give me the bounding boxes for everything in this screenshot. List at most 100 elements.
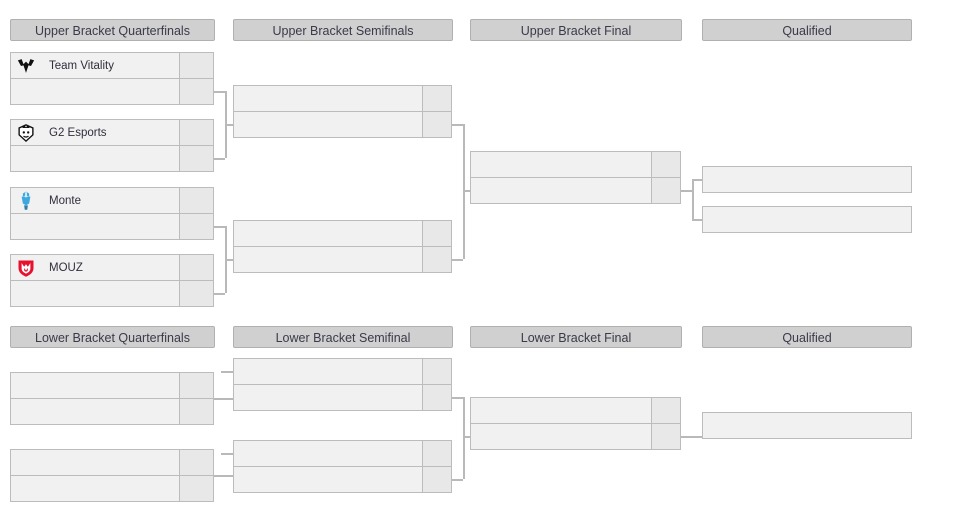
score-value [180,79,213,104]
match-score-ubsf-1-2[interactable] [422,111,452,138]
match-slot-ubf-1-2[interactable] [470,177,652,204]
match-slot-ubsf-1-2[interactable] [233,111,423,138]
match-score-lbsf-2-2[interactable] [422,466,452,493]
team-entry [11,450,179,475]
match-slot-lbsf-2-2[interactable] [233,466,423,493]
match-slot-lbf-1-2[interactable] [470,423,652,450]
match-score-lbf-1-2[interactable] [651,423,681,450]
qualified-slot-lb-qual-1[interactable] [702,412,912,439]
team-entry [11,373,179,398]
team-entry [234,467,422,492]
team-entry [11,399,179,424]
match-slot-ubsf-2-2[interactable] [233,246,423,273]
score-value [180,146,213,171]
connector-horizontal [463,190,470,192]
match-score-lbsf-2-1[interactable] [422,440,452,467]
match-score-ubf-1-1[interactable] [651,151,681,178]
score-value [180,399,213,424]
team-logo-placeholder [15,216,37,238]
score-value [652,398,680,423]
match-lbsf-1[interactable] [233,358,453,412]
match-score-ubqf-4-2[interactable] [179,280,214,307]
match-slot-ubsf-1-1[interactable] [233,85,423,112]
match-slot-ubqf-1-2[interactable] [10,78,180,105]
team-entry: G2 Esports [11,120,179,145]
match-ubsf-2[interactable] [233,220,453,274]
match-slot-ubsf-2-1[interactable] [233,220,423,247]
team-name: G2 Esports [49,126,107,139]
match-slot-lbf-1-1[interactable] [470,397,652,424]
match-slot-lbqf-2-2[interactable] [10,475,180,502]
match-score-ubsf-2-1[interactable] [422,220,452,247]
match-slot-lbsf-2-1[interactable] [233,440,423,467]
match-score-ubqf-3-1[interactable] [179,187,214,214]
connector-horizontal [452,397,463,399]
team-name: Monte [49,194,81,207]
match-slot-ubqf-2-2[interactable] [10,145,180,172]
match-lbqf-2[interactable] [10,449,215,503]
match-slot-lbsf-1-2[interactable] [233,384,423,411]
connector-horizontal [214,91,225,93]
team-entry [11,146,179,171]
match-score-ubqf-1-2[interactable] [179,78,214,105]
match-slot-lbqf-1-1[interactable] [10,372,180,399]
round-header-lower-semifinal: Lower Bracket Semifinal [233,326,453,348]
match-slot-ubqf-3-1[interactable]: Monte [10,187,180,214]
match-slot-ubf-1-1[interactable] [470,151,652,178]
match-score-lbqf-1-2[interactable] [179,398,214,425]
match-slot-lbqf-2-1[interactable] [10,449,180,476]
match-score-ubqf-2-1[interactable] [179,119,214,146]
team-entry [234,385,422,410]
match-score-ubsf-2-2[interactable] [422,246,452,273]
match-score-ubqf-1-1[interactable] [179,52,214,79]
qualified-slot-ub-qual-1[interactable] [702,166,912,193]
match-score-ubsf-1-1[interactable] [422,85,452,112]
match-slot-ubqf-2-1[interactable]: G2 Esports [10,119,180,146]
team-logo-placeholder [238,361,260,383]
match-lbf-1[interactable] [470,397,682,451]
match-ubf-1[interactable] [470,151,682,205]
score-value [180,53,213,78]
score-value [423,247,451,272]
match-slot-lbqf-1-2[interactable] [10,398,180,425]
match-slot-lbsf-1-1[interactable] [233,358,423,385]
match-ubsf-1[interactable] [233,85,453,139]
match-score-ubf-1-2[interactable] [651,177,681,204]
match-slot-ubqf-4-1[interactable]: MOUZ [10,254,180,281]
match-ubqf-1[interactable]: Team Vitality [10,52,215,106]
match-score-lbsf-1-1[interactable] [422,358,452,385]
team-logo-placeholder [238,249,260,271]
match-score-lbqf-2-1[interactable] [179,449,214,476]
monte-logo [15,190,37,212]
connector-lbqf2-to-lbsf2 [214,475,233,477]
connector-horizontal [452,479,463,481]
match-ubqf-3[interactable]: Monte [10,187,215,241]
team-entry [11,281,179,306]
round-header-lower-qualified: Qualified [702,326,912,348]
match-slot-ubqf-3-2[interactable] [10,213,180,240]
match-ubqf-4[interactable]: MOUZ [10,254,215,308]
connector-horizontal [225,124,233,126]
connector-horizontal [463,436,470,438]
team-entry [234,221,422,246]
connector-lbqf1-to-lbsf1 [214,398,233,400]
connector-horizontal [452,259,463,261]
match-score-lbqf-1-1[interactable] [179,372,214,399]
match-score-ubqf-3-2[interactable] [179,213,214,240]
team-logo-placeholder [475,180,497,202]
match-score-ubqf-2-2[interactable] [179,145,214,172]
team-entry: Team Vitality [11,53,179,78]
score-value [423,441,451,466]
match-lbqf-1[interactable] [10,372,215,426]
match-score-lbqf-2-2[interactable] [179,475,214,502]
match-lbsf-2[interactable] [233,440,453,494]
match-ubqf-2[interactable]: G2 Esports [10,119,215,173]
match-score-ubqf-4-1[interactable] [179,254,214,281]
match-score-lbsf-1-2[interactable] [422,384,452,411]
match-slot-ubqf-4-2[interactable] [10,280,180,307]
qualified-slot-ub-qual-2[interactable] [702,206,912,233]
match-slot-ubqf-1-1[interactable]: Team Vitality [10,52,180,79]
team-entry [234,112,422,137]
match-score-lbf-1-1[interactable] [651,397,681,424]
